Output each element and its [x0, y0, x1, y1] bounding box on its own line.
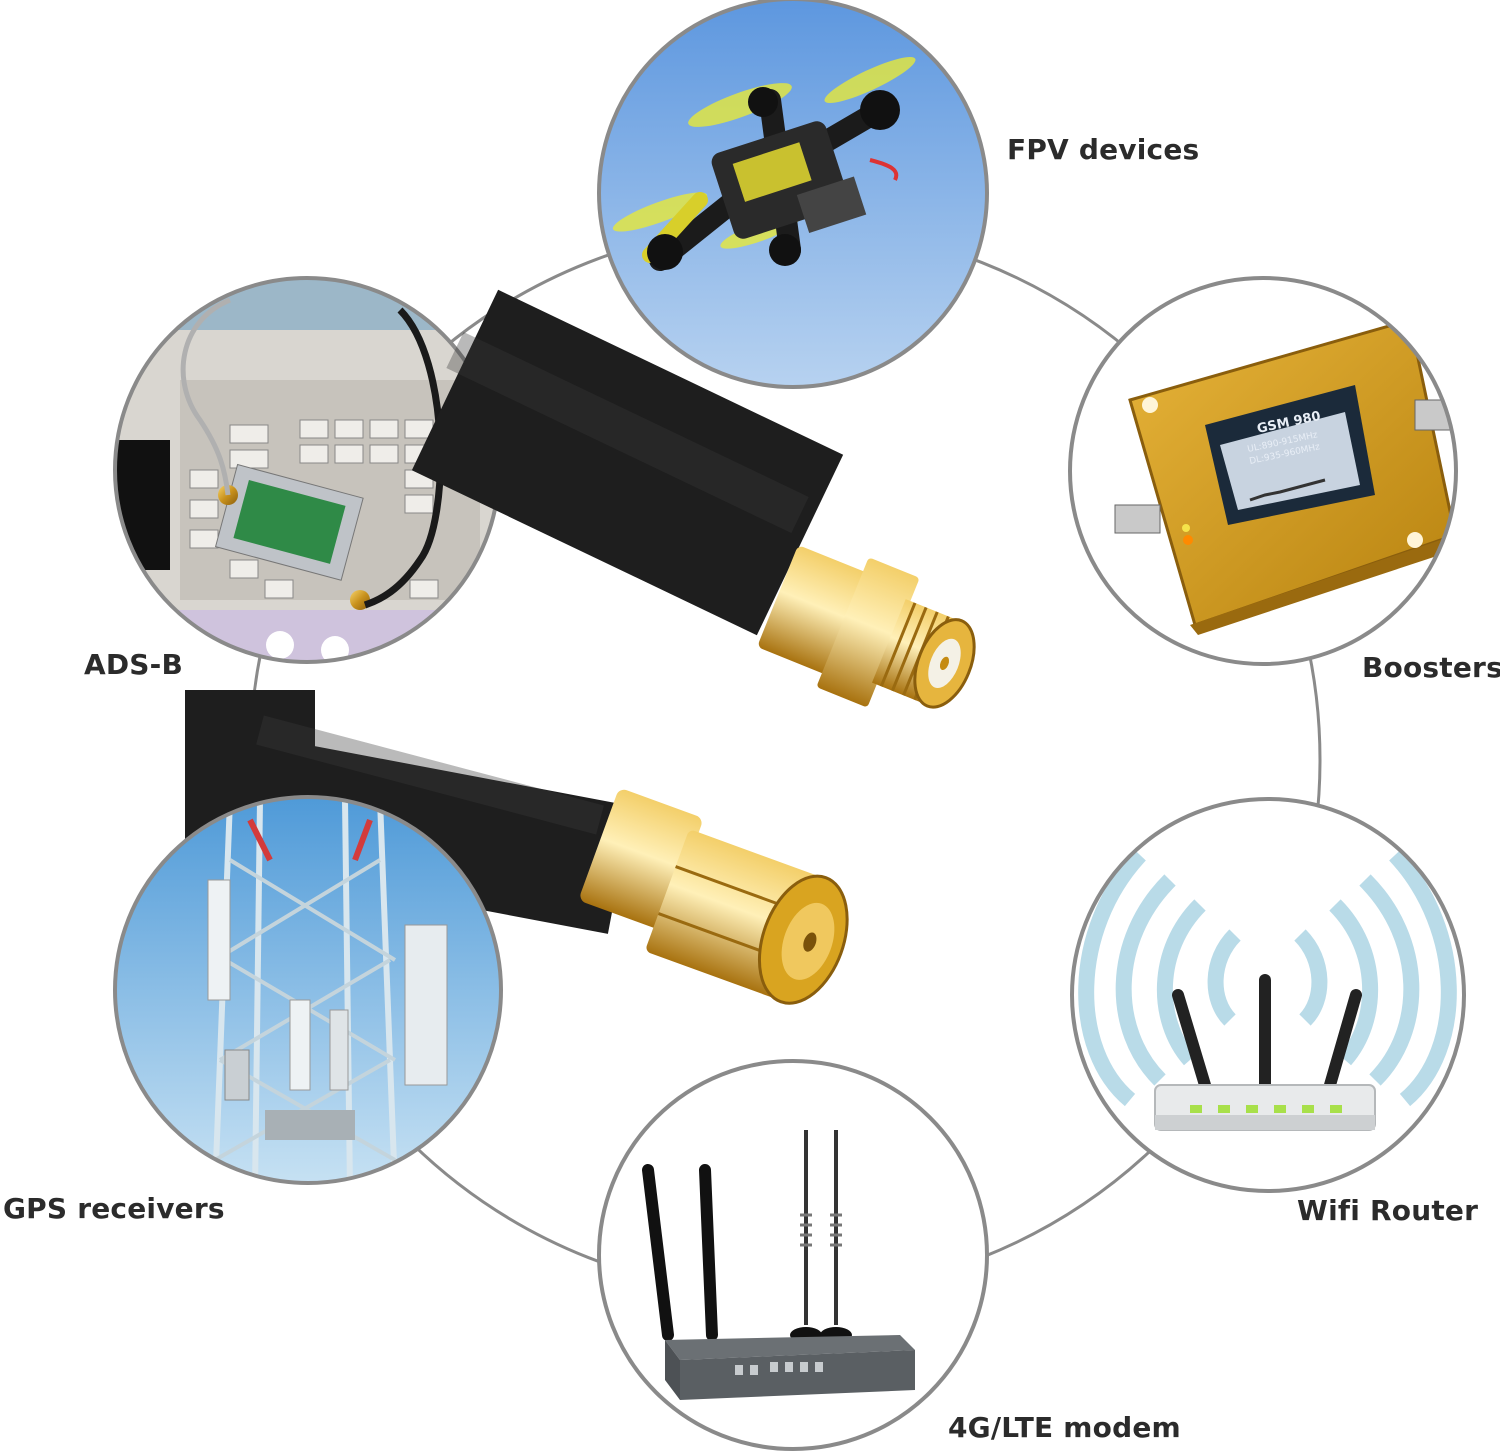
- label-ads-b: ADS-B: [84, 648, 184, 681]
- sma-cable-icon: [185, 289, 976, 1005]
- lte-modem-icon: [597, 1059, 989, 1451]
- fpv-drone-image: [597, 0, 989, 389]
- booster-image: GSM 980 UL:890-915MHz DL:935-960MHz: [1068, 276, 1458, 666]
- label-4g-lte-modem: 4G/LTE modem: [948, 1411, 1181, 1444]
- label-fpv-devices: FPV devices: [1007, 133, 1200, 166]
- label-wifi-router: Wifi Router: [1297, 1194, 1479, 1227]
- adsb-instrument-image: [113, 276, 501, 664]
- wifi-router-icon: [1070, 797, 1466, 1193]
- label-boosters: Boosters: [1362, 651, 1500, 684]
- label-gps-receivers: GPS receivers: [3, 1192, 225, 1225]
- cell-tower-icon: [113, 795, 503, 1185]
